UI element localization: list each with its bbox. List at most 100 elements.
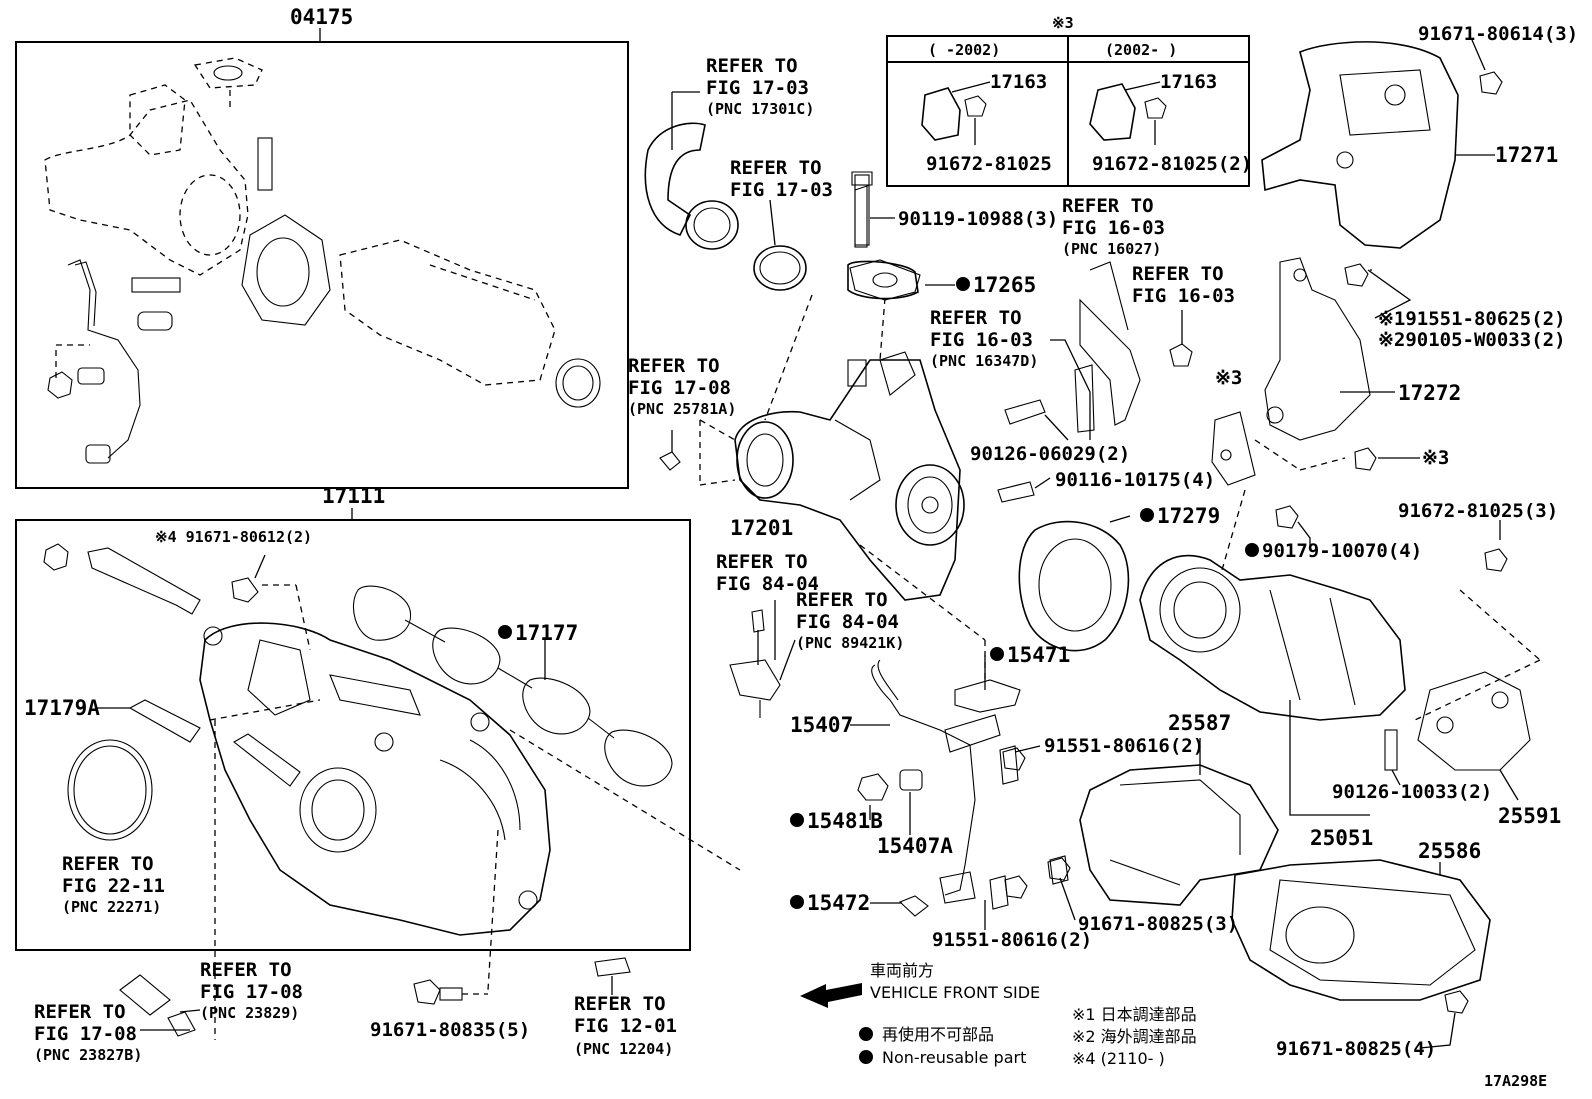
- group-label-04175: 04175: [290, 5, 353, 29]
- svg-text:(PNC 25781A): (PNC 25781A): [628, 400, 736, 418]
- label-25586: 25586: [1418, 839, 1481, 863]
- svg-text:REFER TO: REFER TO: [200, 959, 292, 981]
- label-15471: 15471: [1007, 643, 1070, 667]
- label-25587: 25587: [1168, 711, 1231, 735]
- refer-to-notes: REFER TO FIG 17-03 (PNC 17301C) REFER TO…: [34, 55, 1235, 1064]
- part-labels: 91671-80614(3) 17271 ※191551-80625(2) ※2…: [24, 23, 1578, 1090]
- nonreusable-dot-15471: [990, 647, 1004, 661]
- label-25591: 25591: [1498, 804, 1561, 828]
- year-col1-part: 17163: [990, 71, 1047, 93]
- year-col1-header: ( -2002): [928, 41, 1000, 59]
- svg-text:REFER TO: REFER TO: [1062, 195, 1154, 217]
- ref-fig-17-08-pnc-23827b: REFER TO FIG 17-08 (PNC 23827B): [34, 1001, 142, 1064]
- svg-text:(PNC 16347D): (PNC 16347D): [930, 352, 1038, 370]
- label-90105-w0033: ※290105-W0033(2): [1378, 329, 1566, 351]
- legend: 車両前方 VEHICLE FRONT SIDE 再使用不可部品 Non-reus…: [800, 961, 1197, 1068]
- nonreusable-legend-dot-en: [859, 1050, 873, 1064]
- ref-fig-84-04-pnc-89421k: REFER TO FIG 84-04 (PNC 89421K): [796, 589, 904, 652]
- label-90126-10033: 90126-10033(2): [1332, 781, 1492, 803]
- svg-text:REFER TO: REFER TO: [62, 853, 154, 875]
- ref-fig-12-01-pnc-12204: REFER TO FIG 12-01 (PNC 12204): [574, 993, 677, 1058]
- ref-fig-22-11-pnc-22271: REFER TO FIG 22-11 (PNC 22271): [62, 853, 165, 916]
- front-label-en: VEHICLE FRONT SIDE: [870, 983, 1040, 1002]
- ref-fig-16-03-pnc-16027: REFER TO FIG 16-03 (PNC 16027): [1062, 195, 1165, 258]
- nonreusable-label-jp: 再使用不可部品: [882, 1025, 994, 1044]
- nonreusable-dot-15481b: [790, 813, 804, 827]
- svg-text:FIG 17-08: FIG 17-08: [34, 1023, 137, 1045]
- drawing-code: 17A298E: [1484, 1072, 1547, 1090]
- group-04175: 04175: [15, 5, 629, 489]
- label-91551-80616-b: 91551-80616(2): [932, 929, 1092, 951]
- label-91551-80625: ※191551-80625(2): [1378, 308, 1566, 330]
- svg-text:FIG 16-03: FIG 16-03: [930, 329, 1033, 351]
- label-17179a: 17179A: [24, 696, 100, 720]
- ref-fig-17-08-pnc-25781a: REFER TO FIG 17-08 (PNC 25781A): [628, 355, 736, 418]
- label-91671-80835: 91671-80835(5): [370, 1019, 530, 1041]
- svg-text:FIG 22-11: FIG 22-11: [62, 875, 165, 897]
- year-col2-bolt: 91672-81025(2): [1092, 153, 1252, 175]
- note-1: ※1 日本調達部品: [1072, 1005, 1197, 1024]
- label-17201: 17201: [730, 516, 793, 540]
- year-table: ※3 ( -2002) (2002- ) 17163 91672-81025 1…: [886, 14, 1252, 187]
- note-4: ※4 (2110- ): [1072, 1049, 1165, 1068]
- front-label-jp: 車両前方: [870, 961, 934, 980]
- ref-fig-17-08-pnc-23829: REFER TO FIG 17-08 (PNC 23829): [200, 959, 303, 1022]
- svg-text:FIG 84-04: FIG 84-04: [796, 611, 899, 633]
- svg-text:(PNC 89421K): (PNC 89421K): [796, 634, 904, 652]
- svg-text:(PNC 23827B): (PNC 23827B): [34, 1046, 142, 1064]
- nonreusable-dot-90179: [1245, 543, 1259, 557]
- svg-text:(PNC 12204): (PNC 12204): [574, 1040, 673, 1058]
- svg-text:REFER TO: REFER TO: [716, 551, 808, 573]
- label-90126-06029: 90126-06029(2): [970, 443, 1130, 465]
- ref-fig-16-03-pnc-16347d: REFER TO FIG 16-03 (PNC 16347D): [930, 307, 1038, 370]
- label-91551-80616-a: 91551-80616(2): [1044, 735, 1204, 757]
- group-17111: 17111: [15, 484, 741, 1040]
- label-note3-a: ※3: [1215, 367, 1242, 389]
- svg-text:FIG 17-08: FIG 17-08: [200, 981, 303, 1003]
- label-15481b: 15481B: [807, 809, 883, 833]
- ref-fig-16-03: REFER TO FIG 16-03: [1132, 263, 1235, 307]
- leader-lines: [96, 39, 1519, 1049]
- nonreusable-label-en: Non-reusable part: [882, 1048, 1026, 1067]
- label-90119-10988: 90119-10988(3): [898, 208, 1058, 230]
- ref-fig-17-03: REFER TO FIG 17-03: [730, 157, 833, 201]
- svg-text:REFER TO: REFER TO: [1132, 263, 1224, 285]
- label-17177: 17177: [515, 621, 578, 645]
- label-15472: 15472: [807, 891, 870, 915]
- svg-text:(PNC 22271): (PNC 22271): [62, 898, 161, 916]
- svg-text:REFER TO: REFER TO: [930, 307, 1022, 329]
- year-table-note: ※3: [1052, 14, 1074, 32]
- svg-text:FIG 17-08: FIG 17-08: [628, 377, 731, 399]
- label-90116-10175: 90116-10175(4): [1055, 469, 1215, 491]
- svg-text:REFER TO: REFER TO: [730, 157, 822, 179]
- year-col2-header: (2002- ): [1105, 41, 1177, 59]
- svg-text:FIG 12-01: FIG 12-01: [574, 1015, 677, 1037]
- label-91671-80825-3: 91671-80825(3): [1078, 913, 1238, 935]
- note-2: ※2 海外調達部品: [1072, 1027, 1197, 1046]
- svg-text:FIG 16-03: FIG 16-03: [1132, 285, 1235, 307]
- right-parts-drawing: [1002, 41, 1541, 1014]
- lower-left-parts: [119, 957, 631, 1037]
- svg-text:(PNC 16027): (PNC 16027): [1062, 240, 1161, 258]
- ref-fig-84-04: REFER TO FIG 84-04: [716, 551, 819, 595]
- svg-text:(PNC 17301C): (PNC 17301C): [706, 100, 814, 118]
- year-col1-bolt: 91672-81025: [926, 153, 1052, 175]
- label-15407a: 15407A: [877, 834, 953, 858]
- nonreusable-dot-15472: [790, 895, 804, 909]
- svg-text:(PNC 23829): (PNC 23829): [200, 1004, 299, 1022]
- svg-text:REFER TO: REFER TO: [706, 55, 798, 77]
- label-91671-80825-4: 91671-80825(4): [1276, 1038, 1436, 1060]
- svg-text:REFER TO: REFER TO: [574, 993, 666, 1015]
- label-17272: 17272: [1398, 381, 1461, 405]
- year-col2-part: 17163: [1160, 71, 1217, 93]
- ref-fig-17-03-pnc-17301c: REFER TO FIG 17-03 (PNC 17301C): [706, 55, 814, 118]
- front-arrow-icon: [800, 983, 862, 1008]
- label-91672-81025-3: 91672-81025(3): [1398, 500, 1558, 522]
- label-91671-80612: ※4 91671-80612(2): [155, 528, 312, 546]
- svg-text:FIG 84-04: FIG 84-04: [716, 573, 819, 595]
- nonreusable-dot-17177: [498, 625, 512, 639]
- svg-text:FIG 17-03: FIG 17-03: [706, 77, 809, 99]
- svg-text:REFER TO: REFER TO: [34, 1001, 126, 1023]
- label-15407: 15407: [790, 713, 853, 737]
